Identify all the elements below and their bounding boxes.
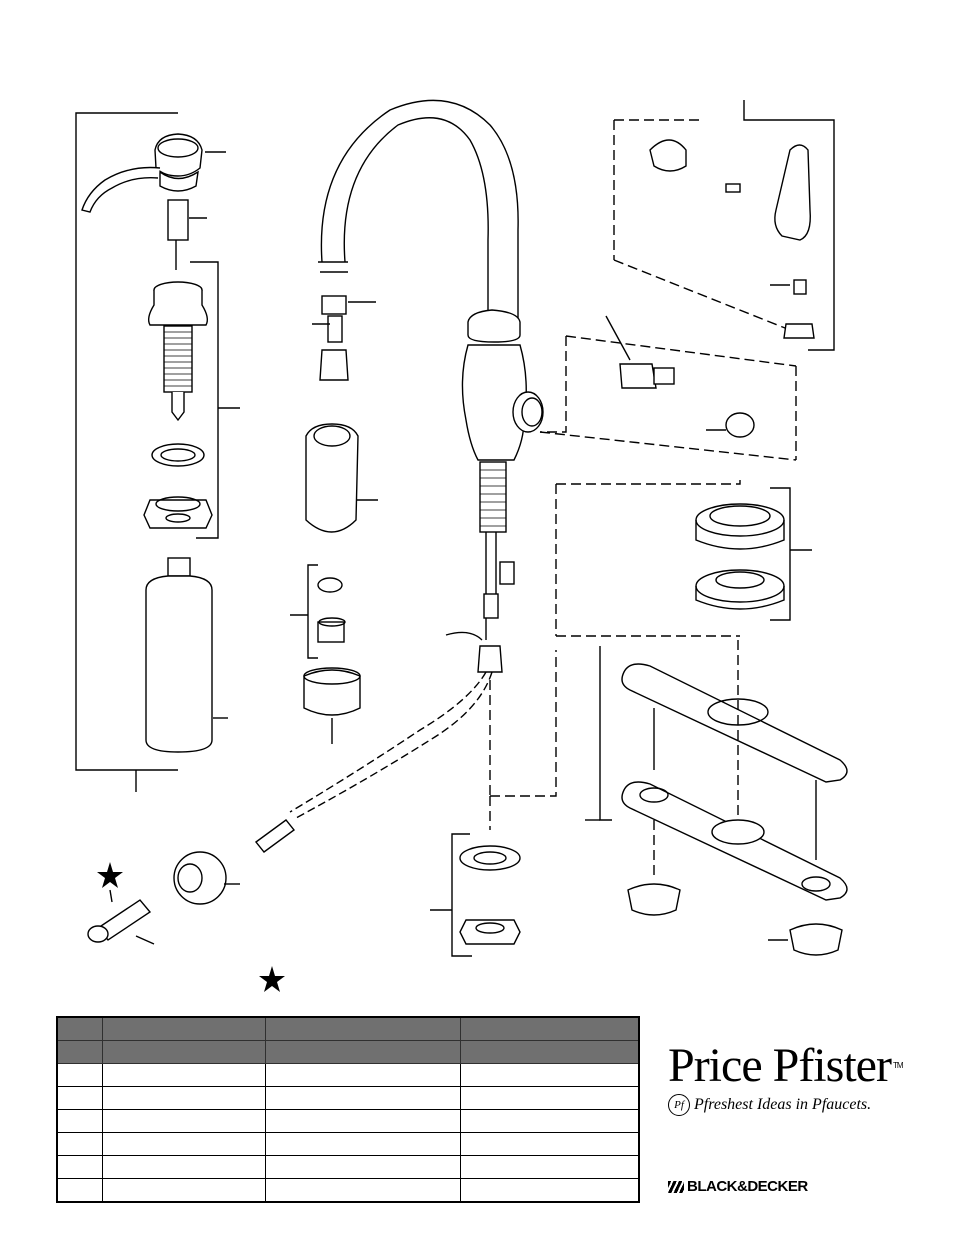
spray-head-group — [87, 819, 296, 945]
faucet-body-group — [289, 99, 544, 819]
deck-plate-group — [556, 635, 848, 956]
table-header-row — [56, 1040, 640, 1064]
brand-name: Price Pfister — [668, 1039, 892, 1092]
parent-brand-name: BLACK&DECKER — [687, 1178, 808, 1195]
star-icon — [97, 862, 123, 888]
star-icon — [259, 966, 285, 992]
trademark-symbol: TM — [892, 1061, 904, 1070]
brand-tagline: Pfreshest Ideas in Pfaucets. — [694, 1096, 872, 1113]
table-row — [56, 1132, 640, 1156]
pf-badge-icon: Pf — [668, 1094, 690, 1116]
parts-list-table — [56, 1016, 640, 1203]
base-rings-group — [555, 480, 812, 636]
table-row — [56, 1086, 640, 1110]
table-row — [56, 1155, 640, 1179]
soap-dispenser-group — [75, 112, 240, 792]
table-header-row — [56, 1016, 640, 1041]
table-row — [56, 1063, 640, 1087]
table-row — [56, 1109, 640, 1133]
handle-group — [539, 100, 835, 461]
black-decker-logo: BLACK&DECKER — [668, 1178, 808, 1195]
spout-parts-group — [290, 295, 378, 744]
table-row — [56, 1178, 640, 1203]
black-decker-mark-icon — [668, 1180, 684, 1193]
mounting-hardware-group — [430, 650, 557, 957]
